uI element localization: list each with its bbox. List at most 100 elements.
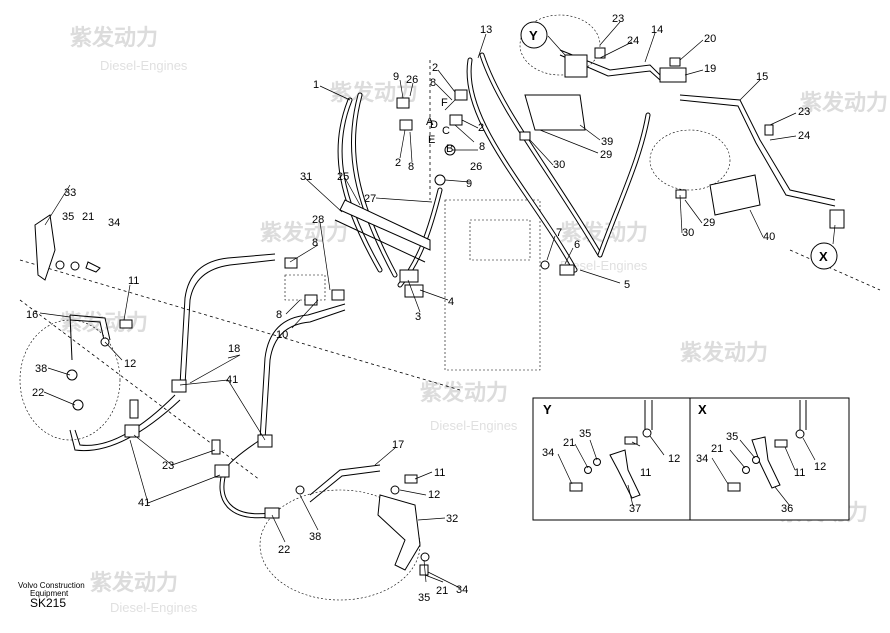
inset-y-callout: 11: [640, 467, 651, 479]
callout: 6: [574, 239, 580, 251]
callout: 23: [612, 13, 624, 25]
inset-frame: [532, 397, 850, 521]
inset-x-callout: 36: [781, 503, 793, 515]
y-washer-12: [642, 428, 652, 438]
fitting-2b: [399, 119, 413, 131]
fitting-38a: [66, 369, 78, 381]
callout: 16: [26, 309, 38, 321]
washer-12b: [390, 485, 400, 495]
inset-y-callout: 21: [563, 437, 575, 449]
fitting-2a: [449, 114, 463, 126]
view-x-callout: [810, 242, 838, 270]
callout: 11: [434, 467, 445, 479]
bolt-23d: [764, 124, 774, 136]
block-19: [659, 67, 687, 83]
pipe-18-lower: [264, 309, 346, 441]
callout: 40: [763, 231, 775, 243]
callout: B: [446, 143, 453, 155]
bolt-20: [669, 57, 681, 67]
valve-block-outline: [469, 219, 531, 261]
view-y-callout: [520, 21, 548, 49]
inset-y-callout: 12: [668, 453, 680, 465]
view-y-callout-label: Y: [529, 28, 538, 43]
detail-inset: Y X 34 21 35 11 12 37 34 21 35 11 12 36: [532, 397, 850, 521]
callout: 41: [226, 374, 238, 386]
callout: 15: [756, 71, 768, 83]
hoses: [219, 52, 651, 519]
watermark-brand: 紫发动力: [90, 570, 178, 595]
pipe-15: [679, 94, 836, 201]
callout: 27: [364, 193, 376, 205]
footer-maker-line1: Volvo Construction: [18, 581, 85, 590]
callout: 38: [35, 363, 47, 375]
callout: 8: [276, 309, 282, 321]
callout: 39: [601, 136, 613, 148]
callout: 11: [128, 275, 139, 287]
callout: 26: [470, 161, 482, 173]
view-callouts: Y X: [520, 21, 838, 270]
watermark-sub: Diesel-Engines: [430, 418, 518, 433]
callout: 31: [300, 171, 312, 183]
watermark-brand: 紫发动力: [70, 25, 158, 50]
callout: 33: [64, 187, 76, 199]
bolt-34: [85, 261, 101, 273]
oring-7: [540, 260, 550, 270]
travel-motor-outline: [19, 319, 121, 441]
y-washer-35: [593, 458, 601, 466]
callout: 35: [418, 592, 430, 604]
callout: 32: [446, 513, 458, 525]
callout: 35: [62, 211, 74, 223]
callout-numbers: 1 13 9 26 2 8 2 8 2 8 26 9 F A D C E B 3…: [26, 13, 810, 604]
x-bolt-34: [727, 482, 741, 492]
pipe-18-upper: [184, 259, 276, 386]
fitting-22a: [72, 399, 84, 411]
inset-x-callout: 12: [814, 461, 826, 473]
y-washer-21: [584, 466, 592, 474]
watermark-sub: Diesel-Engines: [560, 258, 648, 273]
footer-maker-line2: Equipment: [30, 589, 69, 598]
callout: 12: [124, 358, 136, 370]
callout: 22: [278, 544, 290, 556]
bolt-23b: [211, 439, 221, 455]
callout: 8: [312, 237, 318, 249]
watermark-brand: 紫发动力: [260, 220, 348, 245]
callout: 17: [392, 439, 404, 451]
bracket-40: [709, 174, 761, 216]
pipes: [69, 49, 836, 503]
callout: 23: [798, 106, 810, 118]
callout: 14: [651, 24, 663, 36]
callout: 34: [456, 584, 468, 596]
center-line-4: [789, 249, 881, 291]
bolt-11b: [404, 474, 418, 484]
callout: 8: [479, 141, 485, 153]
callout: F: [441, 97, 448, 109]
fitting-38b: [295, 485, 305, 495]
fitting-6: [559, 264, 575, 276]
fitting-10: [304, 294, 318, 306]
leader-lines: [39, 21, 836, 589]
callout: 19: [704, 63, 716, 75]
inset-x-callout: 35: [726, 431, 738, 443]
y-bracket-37: [609, 449, 641, 499]
x-washer-21: [742, 466, 750, 474]
bolt-30a: [519, 131, 531, 141]
callout: 28: [312, 214, 324, 226]
callout: 30: [682, 227, 694, 239]
inset-x-callout: 21: [711, 443, 723, 455]
watermark-brand: 紫发动力: [680, 340, 768, 365]
callout: 18: [228, 343, 240, 355]
clamp-41b: [257, 434, 273, 448]
clamp-x: [829, 209, 845, 229]
center-line-2: [19, 299, 261, 481]
callout: 3: [415, 311, 421, 323]
footer: Volvo Construction Equipment SK215: [18, 581, 85, 610]
washer-21b: [420, 552, 430, 562]
fitting-8b: [454, 89, 468, 101]
callout: 22: [32, 387, 44, 399]
inset-y-callout: 37: [629, 503, 641, 515]
bolt-23a: [129, 399, 139, 419]
fitting-28: [284, 257, 298, 269]
pipe-17: [309, 464, 381, 496]
bolt-11a: [119, 319, 133, 329]
